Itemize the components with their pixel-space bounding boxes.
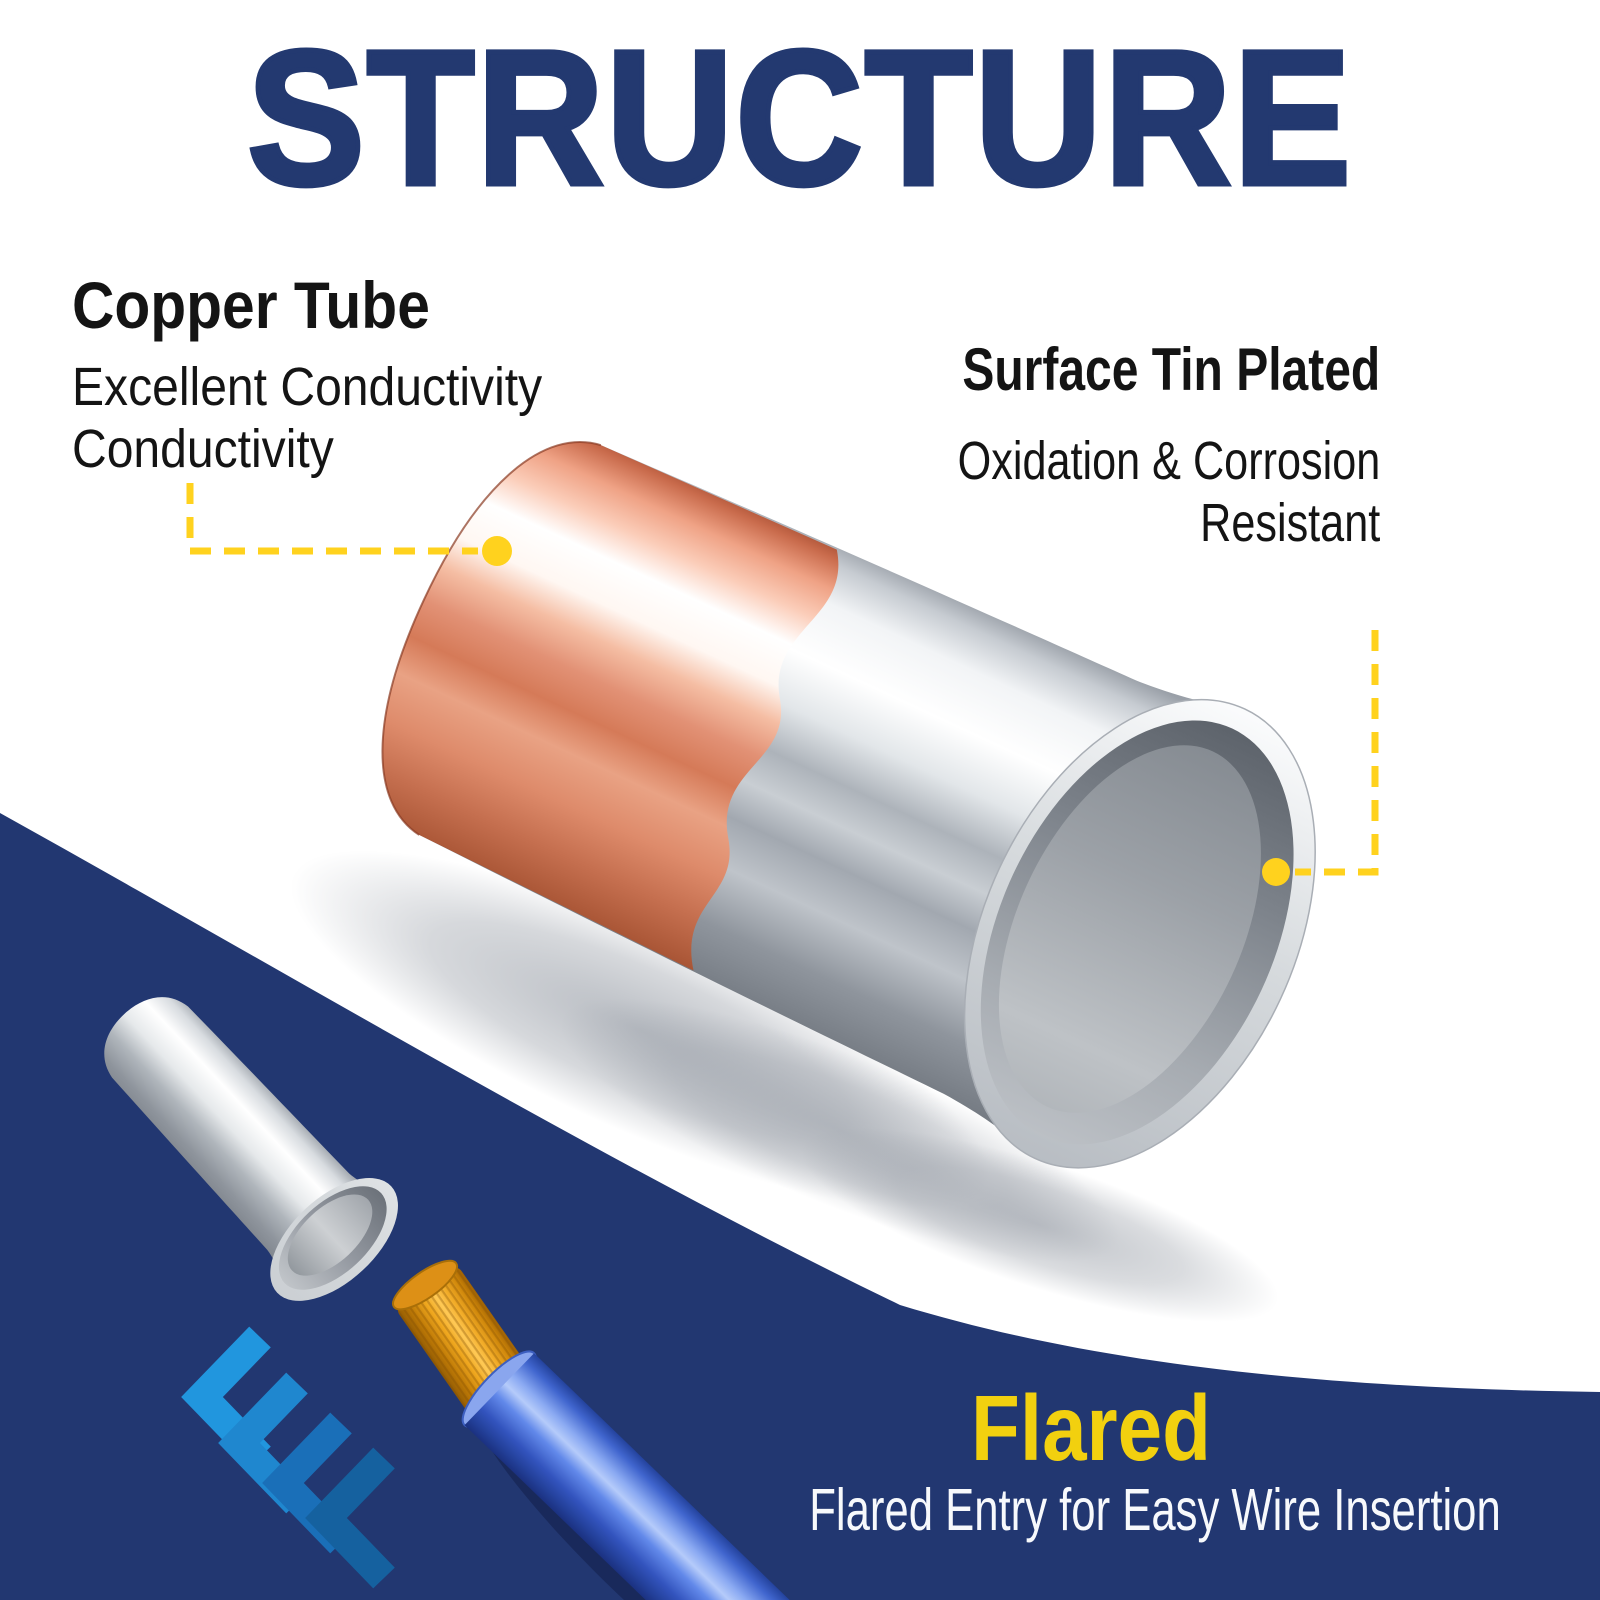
copper-leader-line [186,483,478,555]
flared-opening-bore [998,745,1261,1113]
surface-tin-label: Surface Tin Plated Oxidation & Corrosion… [957,340,1380,554]
flared-heading: Flared [970,1376,1212,1480]
main-ferrule [381,441,1316,1169]
small-ferrule-bore [287,1194,373,1276]
copper-tube-line-1: Excellent Conductivity [72,357,543,417]
copper-leader-dot [482,536,512,566]
surface-tin-line-2: Resistant [1199,493,1380,553]
tin-leader-dot [1262,858,1290,886]
copper-section [382,442,839,971]
small-ferrule [104,997,398,1301]
surface-tin-description: Oxidation & Corrosion Resistant [957,430,1380,554]
flared-subtitle: Flared Entry for Easy Wire Insertion [809,1477,1501,1543]
chevron-left-icon [305,1447,395,1589]
navy-wave-background [0,813,1600,1600]
surface-tin-heading: Surface Tin Plated [962,336,1380,403]
copper-tube-heading: Copper Tube [72,268,430,342]
page-title: STRUCTURE [245,10,1354,225]
insertion-arrows [181,1326,395,1589]
strand-tip-face [392,1259,459,1311]
copper-end-outline [381,441,602,836]
copper-tube-description: Excellent Conductivity Conductivity [72,356,542,480]
wire-insulation [461,1350,937,1600]
copper-tube-label: Copper Tube Excellent Conductivity Condu… [72,272,542,480]
surface-tin-line-1: Oxidation & Corrosion [957,431,1380,491]
copper-tube-line-2: Conductivity [72,419,334,479]
leader-lines [186,483,1379,876]
tin-leader-line [1295,630,1379,876]
tube-shadow [290,850,1279,1323]
